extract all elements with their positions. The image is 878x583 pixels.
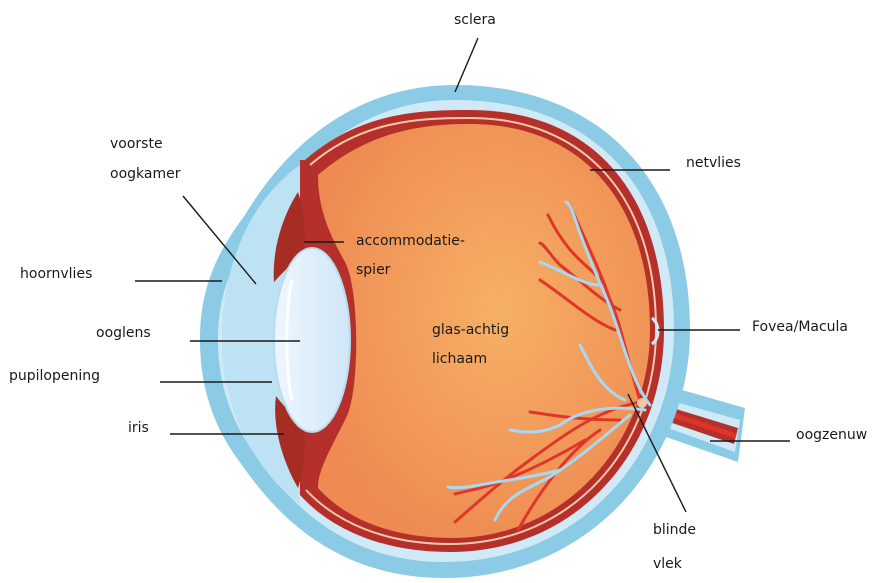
label-oogkamer: oogkamer xyxy=(110,166,180,182)
label-accommodatie: accommodatie- xyxy=(356,233,465,249)
blind-spot xyxy=(637,398,647,408)
label-iris: iris xyxy=(128,420,149,436)
label-lichaam: lichaam xyxy=(432,351,487,367)
label-sclera: sclera xyxy=(454,12,496,28)
label-blinde: blinde xyxy=(653,522,696,538)
label-vlek: vlek xyxy=(653,556,682,572)
label-ooglens: ooglens xyxy=(96,325,151,341)
label-fovea-macula: Fovea/Macula xyxy=(752,319,848,335)
label-pupilopening: pupilopening xyxy=(9,368,100,384)
label-spier: spier xyxy=(356,262,390,278)
label-glas-achtig: glas-achtig xyxy=(432,322,509,338)
label-netvlies: netvlies xyxy=(686,155,741,171)
label-oogzenuw: oogzenuw xyxy=(796,427,867,443)
leader-sclera xyxy=(455,38,478,92)
label-voorste: voorste xyxy=(110,136,163,152)
label-hoornvlies: hoornvlies xyxy=(20,266,92,282)
